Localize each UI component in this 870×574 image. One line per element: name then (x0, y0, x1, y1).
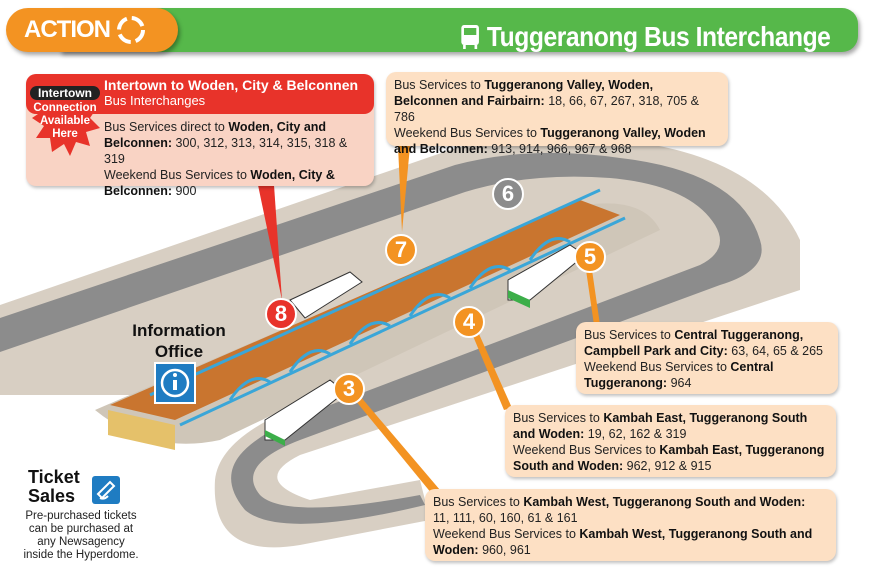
stop-marker-5[interactable]: 5 (574, 241, 606, 273)
shelter-base (108, 410, 175, 450)
ticket-title-2: Sales (28, 486, 76, 506)
platform-8-heading: Intertown to Woden, City & Belconnen (104, 77, 359, 93)
action-logo[interactable]: ACTION (6, 8, 178, 52)
routes: 19, 62, 162 & 319 (584, 427, 687, 441)
routes: 300, 312, 313, 314, 315, 318 & 319 (104, 136, 348, 166)
badge-line: Connection (33, 102, 97, 114)
pointer-5 (586, 270, 600, 325)
shelter-frame (149, 188, 626, 427)
starburst-icon (32, 88, 100, 156)
destination: Central Tuggeranong: (584, 360, 774, 390)
stop-marker-6[interactable]: 6 (492, 178, 524, 210)
text: Weekend Bus Services to (513, 443, 660, 457)
text: Bus Services direct to (104, 120, 229, 134)
text: Bus Services to (513, 411, 604, 425)
ticket-description: Pre-purchased tickets can be purchased a… (23, 510, 139, 561)
action-logo-icon (117, 16, 145, 44)
platform-3-info: Bus Services to Kambah West, Tuggeranong… (425, 489, 836, 561)
destination: Kambah West, Tuggeranong South and Woden… (433, 527, 813, 557)
routes: 913, 914, 966, 967 & 968 (487, 142, 632, 156)
platform-8-subheading: Bus Interchanges (104, 93, 206, 108)
text: Weekend Bus Services to (104, 168, 251, 182)
stop-marker-7[interactable]: 7 (385, 234, 417, 266)
destination: Tuggeranong Valley, Woden, Belconnen and… (394, 78, 654, 108)
pointer-3 (355, 396, 440, 494)
platform-8-info: Intertown to Woden, City & Belconnen Bus… (26, 74, 374, 198)
text: Bus Services to (394, 78, 485, 92)
ticket-title-1: Ticket (28, 467, 80, 487)
routes: 18, 66, 67, 267, 318, 705 & 786 (394, 94, 700, 124)
pointer-7 (398, 146, 410, 232)
pointer-8 (258, 185, 282, 300)
text: Weekend Bus Services to (584, 360, 731, 374)
shelter-roof (110, 200, 620, 420)
stop-marker-3[interactable]: 3 (333, 373, 365, 405)
bus (264, 379, 346, 446)
info-icon (154, 362, 196, 404)
destination: Kambah East, Tuggeranong South and Woden… (513, 411, 808, 441)
routes: 11, 111, 60, 160, 61 & 161 (433, 511, 578, 525)
destination: Woden, City and Belconnen: (104, 120, 327, 150)
destination: Central Tuggeranong, Campbell Park and C… (584, 328, 804, 358)
text: Weekend Bus Services to (433, 527, 580, 541)
stop-marker-8[interactable]: 8 (265, 298, 297, 330)
bus-icon (460, 25, 479, 49)
road (0, 152, 762, 524)
destination: Tuggeranong Valley, Woden and Belconnen: (394, 126, 706, 156)
page-title-text: Tuggeranong Bus Interchange (486, 21, 830, 52)
badge-line: Here (52, 128, 78, 140)
platform-4-info: Bus Services to Kambah East, Tuggeranong… (505, 405, 836, 477)
destination: Woden, City & Belconnen: (104, 168, 335, 198)
routes: 900 (172, 184, 197, 198)
information-office-label: Information Office (132, 321, 226, 361)
stop-marker-4[interactable]: 4 (453, 306, 485, 338)
ticket-sales: Ticket Sales Pre-purchased tickets can b… (22, 468, 140, 562)
destination: Kambah East, Tuggeranong South and Woden… (513, 443, 825, 473)
bus (289, 271, 363, 319)
platform-7-info: Bus Services to Tuggeranong Valley, Wode… (386, 72, 728, 156)
routes: 962, 912 & 915 (623, 459, 712, 473)
text: Weekend Bus Services to (394, 126, 541, 140)
text: Bus Services to (584, 328, 675, 342)
pointer-4 (473, 334, 512, 410)
destination: Kambah West, Tuggeranong South and Woden… (523, 495, 806, 509)
title-bar: Tuggeranong Bus Interchange (60, 8, 858, 52)
page-title: Tuggeranong Bus Interchange (460, 21, 830, 53)
intertown-label: Intertown (30, 86, 100, 100)
badge-line: Available (39, 115, 91, 127)
brand-name: ACTION (24, 16, 111, 43)
ticket-icon (92, 476, 120, 504)
routes: 960, 961 (478, 543, 531, 557)
bus (507, 244, 586, 308)
routes: 63, 64, 65 & 265 (727, 344, 824, 358)
routes: 964 (667, 376, 692, 390)
platform-5-info: Bus Services to Central Tuggeranong, Cam… (576, 322, 838, 394)
text: Bus Services to (433, 495, 524, 509)
intertown-badge: Intertown Connection Available Here (28, 80, 104, 160)
